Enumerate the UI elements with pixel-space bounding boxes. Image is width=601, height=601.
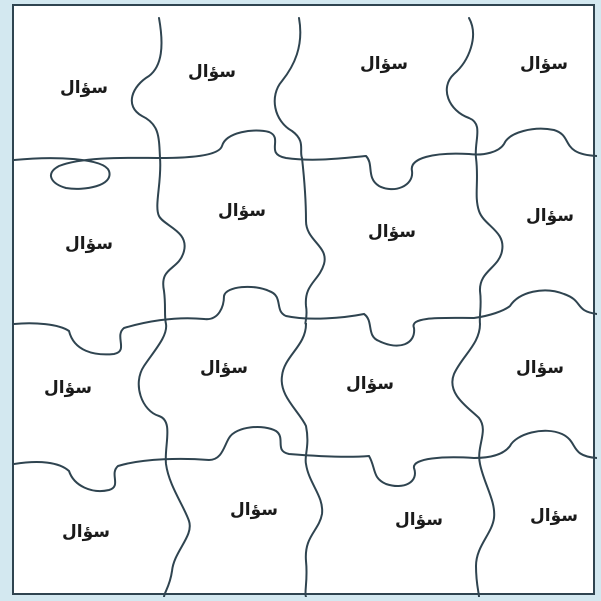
cell-r3-c2: سؤال [200,358,248,378]
cell-r4-c2: سؤال [230,500,278,520]
puzzle-board: سؤال سؤال سؤال سؤال سؤال سؤال سؤال سؤال … [12,4,595,595]
cell-r4-c1: سؤال [62,522,110,542]
vertical-seam-2 [275,18,325,597]
horizontal-seam-1 [14,129,597,189]
cell-r3-c3: سؤال [346,374,394,394]
cell-r2-c3: سؤال [368,222,416,242]
cell-r3-c1: سؤال [44,378,92,398]
vertical-seam-3 [447,18,503,597]
cell-r1-c3: سؤال [360,54,408,74]
cell-r1-c4: سؤال [520,54,568,74]
cell-r3-c4: سؤال [516,358,564,378]
cell-r4-c3: سؤال [395,510,443,530]
cell-r2-c4: سؤال [526,206,574,226]
cell-r1-c1: سؤال [60,78,108,98]
cell-r1-c2: سؤال [188,62,236,82]
cell-r2-c2: سؤال [218,201,266,221]
cell-r2-c1: سؤال [65,234,113,254]
vertical-seam-1 [132,18,190,597]
cell-r4-c4: سؤال [530,506,578,526]
